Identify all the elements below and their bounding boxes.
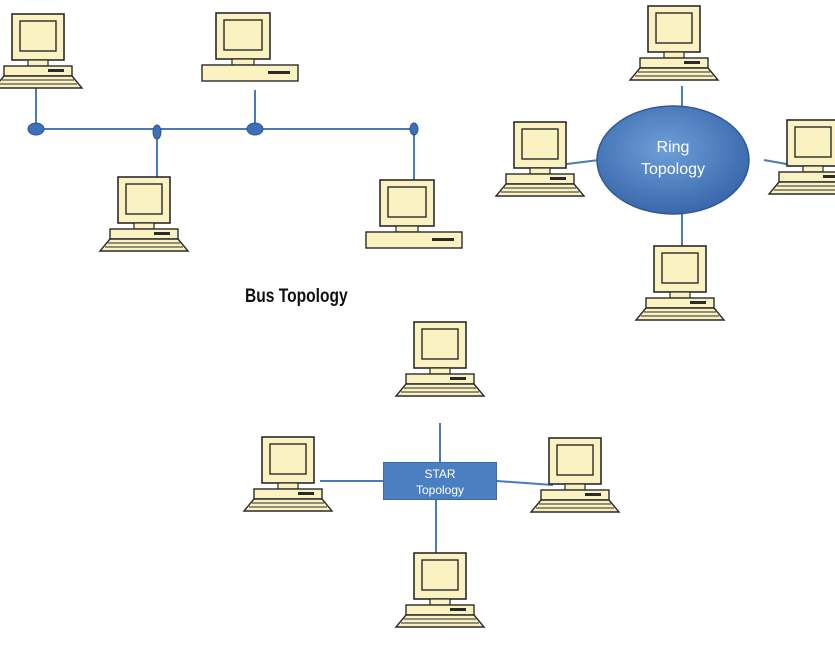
desktop-computer-icon <box>0 13 83 89</box>
desktop-computer-icon <box>635 245 725 321</box>
desktop-computer-icon <box>768 119 835 195</box>
desktop-computer-icon <box>99 176 189 252</box>
star-label-line1: STAR <box>424 467 456 481</box>
star-topology <box>243 321 620 628</box>
ring-label-line2: Topology <box>640 161 706 178</box>
desktop-computer-icon <box>201 12 299 82</box>
star-hub: STAR Topology <box>383 462 497 500</box>
ring-topology-label: Ring Topology <box>597 137 749 181</box>
bus-tap-node <box>27 122 45 136</box>
ring-hub <box>596 105 750 215</box>
desktop-computer-icon <box>395 321 485 397</box>
ring-label-line1: Ring <box>656 139 690 156</box>
desktop-computer-icon <box>365 179 463 249</box>
bus-tap-node <box>409 122 419 136</box>
desktop-computer-icon <box>395 552 485 628</box>
bus-tap-node <box>246 122 264 136</box>
ring-topology <box>495 5 835 321</box>
desktop-computer-icon <box>629 5 719 81</box>
star-cable <box>496 480 554 486</box>
desktop-computer-icon <box>530 437 620 513</box>
star-label-line2: Topology <box>415 483 465 497</box>
bus-topology-label: Bus Topology <box>245 286 348 307</box>
bus-topology <box>0 12 463 252</box>
desktop-computer-icon <box>495 121 585 197</box>
desktop-computer-icon <box>243 436 333 512</box>
bus-tap-node <box>152 124 162 140</box>
